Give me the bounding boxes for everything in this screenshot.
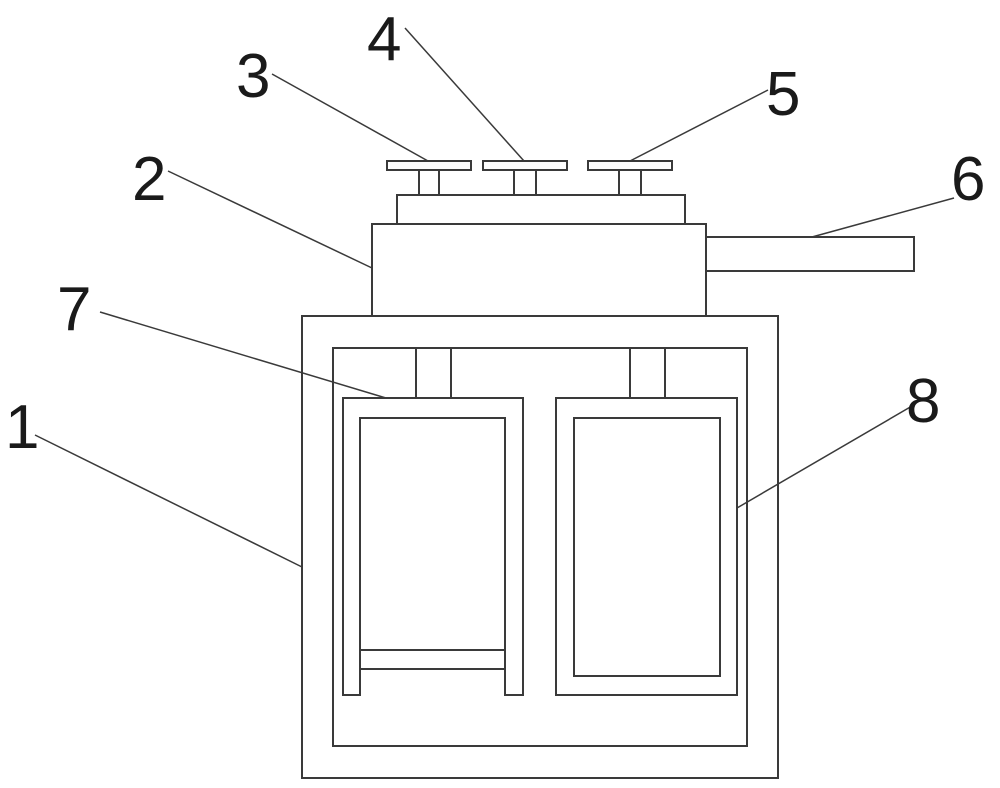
knob-left-stem	[418, 169, 440, 196]
leader-line-2	[167, 170, 373, 269]
callout-label-2: 2	[132, 145, 166, 214]
side-handle	[705, 236, 915, 272]
knob-left	[386, 160, 472, 196]
top-housing-plate	[396, 194, 686, 225]
left-tray	[342, 397, 524, 696]
right-tray-outer	[555, 397, 738, 696]
callout-label-6: 6	[951, 145, 985, 214]
right-tray-inner	[573, 417, 721, 677]
connector-left	[415, 347, 452, 399]
leader-line-4	[404, 27, 525, 162]
leader-line-7	[99, 311, 387, 399]
knob-right	[587, 160, 673, 196]
left-tray-outer	[342, 397, 524, 696]
top-housing	[371, 194, 707, 317]
top-housing-block	[371, 223, 707, 317]
knob-middle	[482, 160, 568, 196]
callout-label-5: 5	[766, 60, 800, 129]
cabinet-outer-frame	[301, 315, 779, 779]
leader-line-1	[34, 434, 303, 568]
right-tray	[555, 397, 738, 696]
callout-label-1: 1	[5, 393, 39, 462]
leader-line-3	[271, 73, 429, 162]
leader-line-5	[629, 89, 769, 162]
knob-middle-cap	[482, 160, 568, 171]
knob-right-cap	[587, 160, 673, 171]
callout-label-8: 8	[906, 367, 940, 436]
cabinet-inner-frame	[332, 347, 748, 747]
knob-middle-stem	[513, 169, 537, 196]
left-tray-bottom-bar	[359, 649, 506, 670]
cabinet-body	[301, 315, 779, 779]
callout-label-4: 4	[367, 5, 401, 74]
knob-right-stem	[618, 169, 642, 196]
callout-label-7: 7	[57, 275, 91, 344]
callout-label-3: 3	[236, 42, 270, 111]
leader-line-8	[736, 405, 913, 509]
leader-line-6	[811, 197, 955, 238]
connector-right	[629, 347, 666, 399]
knob-left-cap	[386, 160, 472, 171]
